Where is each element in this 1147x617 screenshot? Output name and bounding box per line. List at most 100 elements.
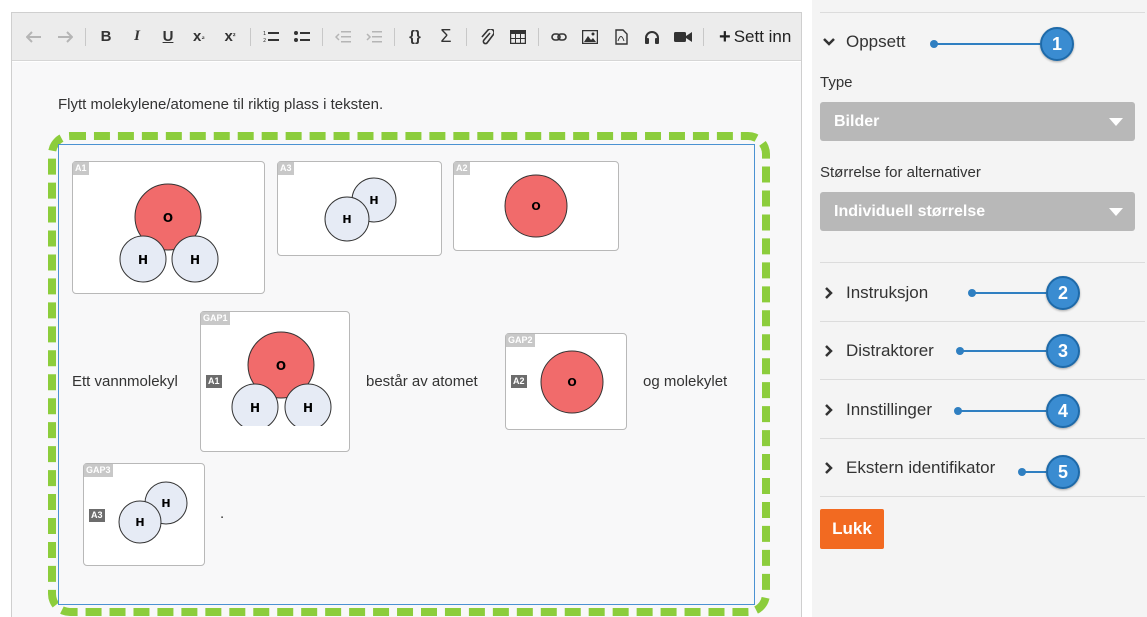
divider — [820, 262, 1145, 263]
atom-label: O — [531, 200, 540, 213]
toolbar-divider — [703, 27, 704, 46]
toolbar-divider — [250, 27, 251, 46]
bullet-list-icon[interactable] — [291, 26, 313, 48]
bold-icon[interactable]: B — [100, 28, 112, 45]
settings-panel: Oppsett Type Bilder Størrelse for altern… — [812, 0, 1147, 617]
link-icon[interactable] — [548, 26, 570, 48]
type-select-value: Bilder — [834, 112, 880, 130]
toolbar-divider — [394, 27, 395, 46]
oxygen-atom-image: O — [538, 348, 606, 416]
underline-icon[interactable]: U — [162, 28, 174, 45]
drop-zone-outline — [48, 132, 770, 616]
section-innstillinger[interactable]: Innstillinger — [822, 400, 932, 420]
water-molecule-image: O H H — [111, 172, 225, 285]
section-distraktorer[interactable]: Distraktorer — [822, 341, 934, 361]
svg-text:1: 1 — [263, 31, 266, 37]
gap-tag: GAP1 — [201, 312, 230, 325]
insert-button[interactable]: +Sett inn — [719, 27, 791, 47]
chevron-right-icon — [825, 287, 833, 299]
sigma-icon[interactable]: Σ — [440, 26, 452, 46]
gap-answer-tag: A2 — [511, 375, 527, 388]
svg-text:2: 2 — [263, 38, 266, 44]
toolbar-divider — [85, 27, 86, 46]
size-label: Størrelse for alternativer — [820, 164, 981, 181]
size-select-value: Individuell størrelse — [834, 202, 986, 220]
section-ekstern-identifikator[interactable]: Ekstern identifikator — [822, 458, 995, 478]
section-title: Ekstern identifikator — [846, 458, 996, 477]
text-part: . — [220, 505, 225, 522]
gap-answer-tag: A1 — [206, 375, 222, 388]
italic-icon[interactable]: I — [134, 28, 140, 44]
callout-badge: 4 — [1046, 394, 1080, 428]
atom-label: O — [276, 359, 286, 373]
section-title: Innstillinger — [846, 400, 932, 419]
insert-label: Sett inn — [733, 26, 792, 46]
image-icon[interactable] — [579, 26, 601, 48]
alternative-card[interactable]: A3 H H — [277, 161, 442, 256]
atom-label: H — [161, 497, 170, 510]
section-title: Oppsett — [846, 32, 906, 51]
divider — [820, 321, 1145, 322]
section-instruksjon[interactable]: Instruksjon — [822, 283, 928, 303]
water-molecule-image: O H H — [228, 330, 334, 426]
table-icon[interactable] — [507, 26, 529, 48]
divider — [820, 438, 1145, 439]
redo-icon[interactable] — [54, 26, 76, 48]
divider — [820, 379, 1145, 380]
size-select[interactable]: Individuell størrelse — [820, 192, 1135, 231]
hydrogen-molecule-image: H H — [114, 478, 194, 550]
plus-icon: + — [719, 25, 731, 48]
atom-label: H — [190, 253, 200, 267]
drag-drop-area[interactable]: A1 O H H A3 — [58, 144, 755, 605]
callout-badge: 3 — [1046, 334, 1080, 368]
alternative-card[interactable]: A1 O H H — [72, 161, 265, 294]
type-select[interactable]: Bilder — [820, 102, 1135, 141]
atom-label: H — [303, 401, 313, 415]
paperclip-icon[interactable] — [476, 26, 498, 48]
editor-content[interactable]: Flytt molekylene/atomene til riktig plas… — [12, 62, 801, 617]
gap-3[interactable]: GAP3 A3 H H — [83, 463, 205, 566]
section-oppsett[interactable]: Oppsett — [822, 32, 906, 52]
code-braces-icon[interactable]: {} — [409, 28, 421, 45]
text-part: består av atomet — [366, 373, 478, 390]
atom-label: H — [369, 194, 378, 207]
chevron-right-icon — [825, 345, 833, 357]
oxygen-atom-image: O — [494, 170, 578, 242]
section-title: Distraktorer — [846, 341, 934, 360]
atom-label: O — [567, 376, 576, 389]
pdf-icon[interactable] — [610, 26, 632, 48]
alternative-tag: A3 — [278, 162, 294, 175]
toolbar-divider — [538, 27, 539, 46]
text-part: og molekylet — [643, 373, 728, 390]
divider — [820, 496, 1145, 497]
toolbar-divider — [322, 27, 323, 46]
chevron-right-icon — [825, 404, 833, 416]
atom-label: O — [163, 211, 173, 225]
alternative-card[interactable]: A2 O — [453, 161, 619, 251]
callout-badge: 2 — [1046, 276, 1080, 310]
close-button[interactable]: Lukk — [820, 509, 884, 549]
undo-icon[interactable] — [23, 26, 45, 48]
video-icon[interactable] — [672, 26, 694, 48]
atom-label: H — [135, 516, 144, 529]
gap-answer-tag: A3 — [89, 509, 105, 522]
alternative-tag: A1 — [73, 162, 89, 175]
text-part: Ett vannmolekyl — [72, 373, 178, 390]
atom-label: H — [342, 213, 351, 226]
type-label: Type — [820, 74, 853, 91]
hydrogen-molecule-image: H H — [318, 171, 402, 248]
headphones-icon[interactable] — [641, 26, 663, 48]
callout-badge: 1 — [1040, 27, 1074, 61]
chevron-down-icon — [823, 38, 835, 46]
divider — [820, 12, 1145, 13]
gap-1[interactable]: GAP1 A1 O H H — [200, 311, 350, 452]
outdent-icon[interactable] — [332, 26, 354, 48]
gap-2[interactable]: GAP2 A2 O — [505, 333, 627, 430]
indent-icon[interactable] — [363, 26, 385, 48]
